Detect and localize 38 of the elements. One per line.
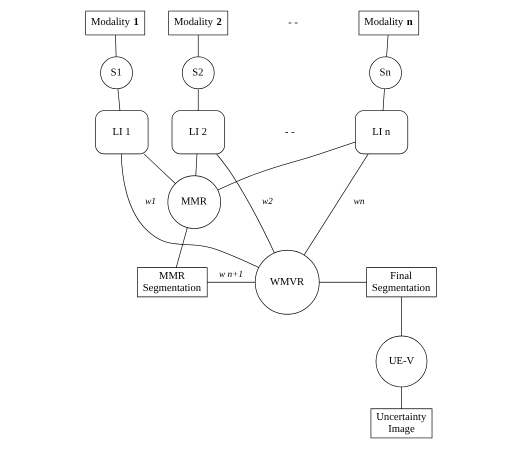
node-circle: S2 bbox=[181, 56, 214, 90]
connector bbox=[117, 88, 120, 111]
connector bbox=[197, 34, 198, 58]
connector bbox=[206, 282, 256, 283]
node-box: Modality n bbox=[358, 10, 419, 36]
connector bbox=[382, 88, 384, 111]
node-box: Final Segmentation bbox=[366, 267, 436, 298]
connector bbox=[400, 296, 402, 336]
connector bbox=[197, 88, 198, 111]
connector bbox=[303, 154, 368, 256]
connector bbox=[216, 154, 274, 254]
connector bbox=[114, 34, 116, 58]
node-box: Uncertainty Image bbox=[370, 408, 432, 438]
connector bbox=[143, 154, 176, 184]
node-box: MMR Segmentation bbox=[136, 267, 208, 298]
node-circle: S1 bbox=[100, 56, 132, 90]
node-box: LI 1 bbox=[94, 110, 148, 154]
node-box: Modality 1 bbox=[84, 10, 145, 36]
connector bbox=[318, 282, 366, 283]
node-circle: MMR bbox=[167, 175, 220, 229]
node-box: LI n bbox=[354, 110, 408, 154]
edge-label: w n+1 bbox=[218, 270, 243, 280]
node-circle: WMVR bbox=[254, 250, 320, 315]
connector bbox=[386, 34, 388, 58]
connector bbox=[120, 154, 259, 268]
label: - - bbox=[284, 126, 294, 138]
node-circle: UE-V bbox=[375, 336, 427, 388]
node-circle: Sn bbox=[368, 56, 402, 90]
connector bbox=[400, 386, 402, 409]
node-box: LI 2 bbox=[171, 110, 224, 154]
edge-label: w2 bbox=[261, 196, 272, 207]
edge-label: wn bbox=[353, 196, 364, 207]
edge-label: w1 bbox=[144, 196, 156, 207]
label: - - bbox=[288, 18, 298, 29]
connector bbox=[194, 154, 197, 176]
connector bbox=[217, 142, 355, 190]
connector bbox=[175, 227, 188, 268]
node-box: Modality 2 bbox=[168, 10, 228, 36]
